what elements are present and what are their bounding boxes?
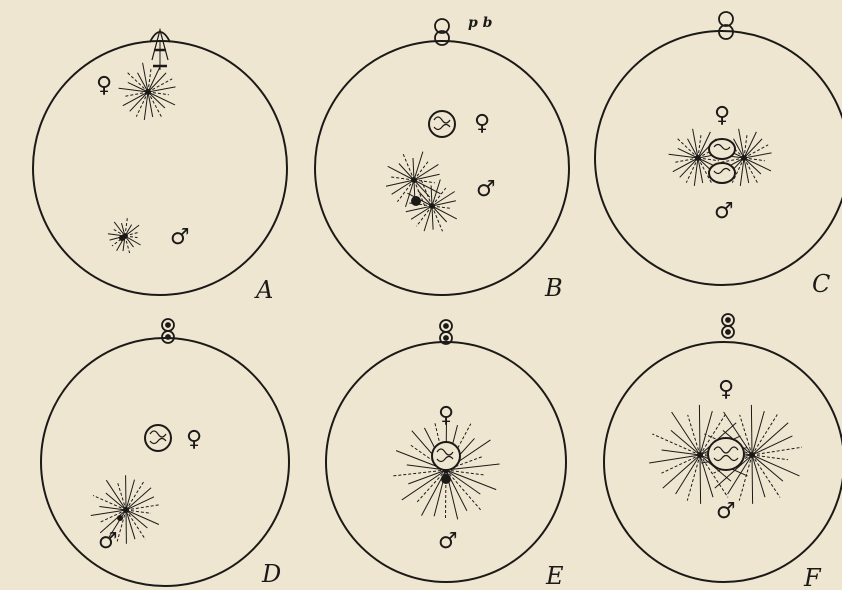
- female-symbol-b: ♀: [474, 111, 490, 136]
- panel-label-b: B: [544, 274, 563, 302]
- sperm-head-d: [117, 515, 123, 521]
- panel-label-c: C: [812, 270, 830, 298]
- female-symbol-c: ♀: [714, 103, 730, 128]
- aster-ray: [751, 405, 752, 455]
- aster-ray: [699, 405, 700, 455]
- female-symbol-f: ♀: [718, 377, 734, 402]
- panel-label-f: F: [803, 564, 822, 590]
- male-symbol-b: ♂: [476, 177, 496, 202]
- fusion-nucleus-f: [708, 438, 744, 470]
- sperm-head-a: [119, 235, 125, 241]
- aster-ray: [700, 455, 701, 504]
- panel-label-d: D: [261, 560, 281, 588]
- male-symbol-d: ♂: [98, 529, 118, 554]
- female-symbol-a: ♀: [96, 73, 112, 98]
- male-symbol-c: ♂: [714, 199, 734, 224]
- polar-body-label-b: p b: [468, 15, 493, 31]
- male-symbol-a: ♂: [170, 225, 190, 250]
- sperm-head-b: [411, 196, 421, 206]
- aster-ray: [752, 455, 753, 504]
- panel-label-a: A: [254, 276, 273, 304]
- female-symbol-d: ♀: [186, 427, 202, 452]
- male-symbol-e: ♂: [438, 529, 458, 554]
- panel-label-e: E: [545, 562, 564, 590]
- male-symbol-f: ♂: [716, 499, 736, 524]
